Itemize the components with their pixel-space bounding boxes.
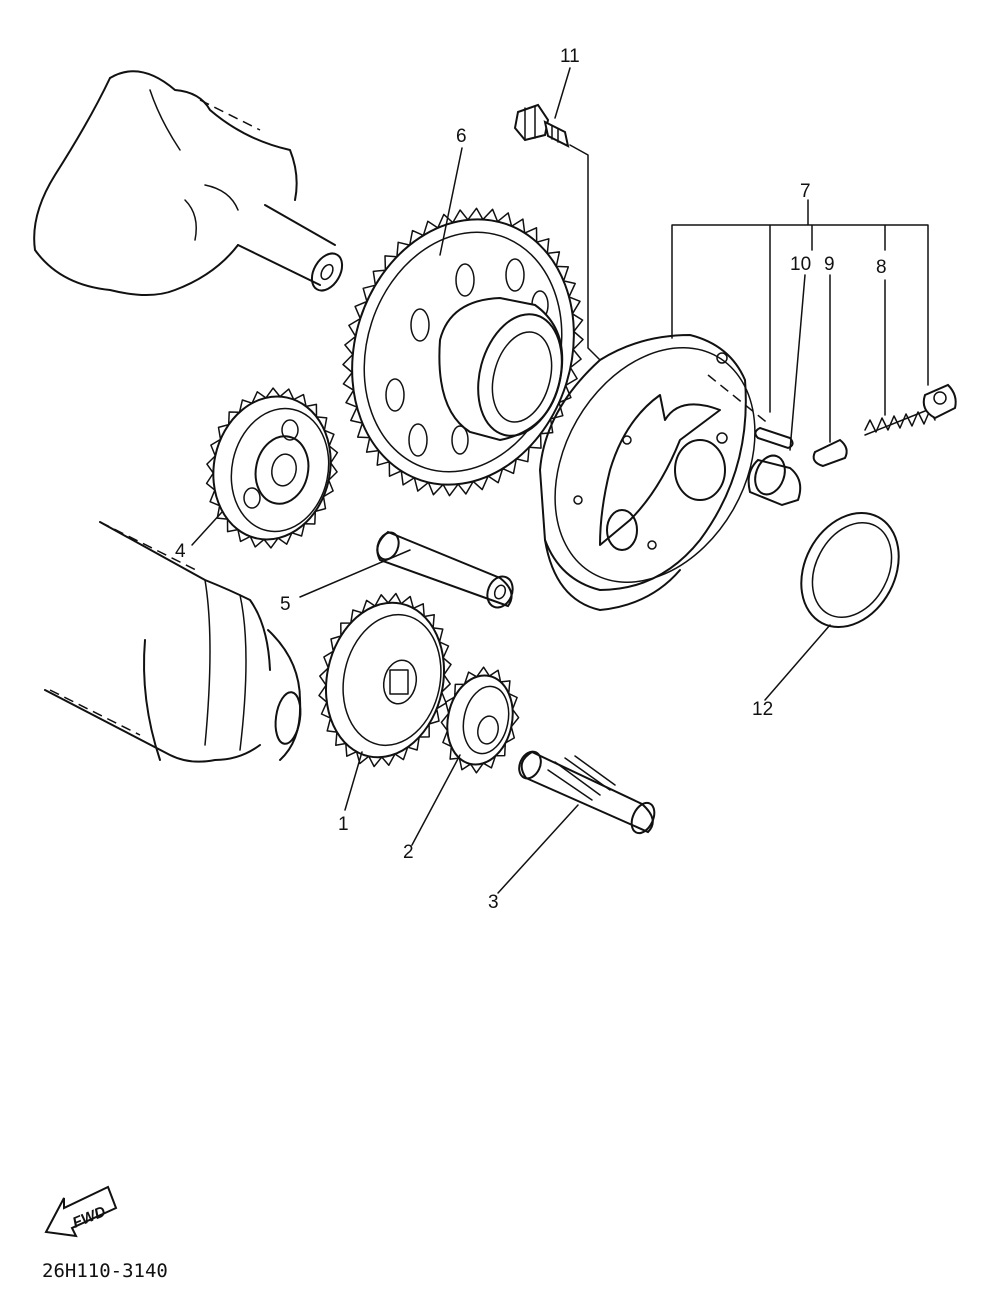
starter-motor [44, 521, 302, 763]
drawing-code: 26H110-3140 [42, 1260, 168, 1282]
clutch-plunger [812, 438, 848, 468]
reduction-gear [324, 601, 446, 759]
clutch-washer [800, 511, 900, 629]
splined-shaft [518, 750, 656, 835]
callout-10: 10 [790, 254, 811, 275]
clutch-roller [747, 454, 802, 507]
callout-2: 2 [403, 842, 414, 863]
idler-shaft [376, 530, 514, 609]
callout-11: 11 [560, 46, 580, 67]
callout-4: 4 [175, 541, 186, 562]
crankshaft [33, 70, 344, 296]
callout-6: 6 [456, 126, 467, 147]
gear-tooth-ring [205, 387, 339, 549]
callout-7: 7 [800, 181, 811, 202]
gear-tooth-ring [440, 666, 520, 774]
gear-teeth [205, 207, 584, 774]
small-gear [446, 674, 514, 766]
callout-9: 9 [824, 254, 835, 275]
gear-tooth-ring [318, 592, 452, 768]
gear-tooth-ring [342, 207, 584, 497]
callout-1: 1 [338, 814, 349, 835]
starter-wheel-gear [351, 218, 575, 486]
idler-gear-1 [212, 395, 332, 541]
callout-5: 5 [280, 594, 291, 615]
clutch-bolt [513, 103, 601, 361]
spring-cap [922, 383, 957, 420]
callout-12: 12 [752, 699, 773, 720]
clutch-spring [864, 406, 936, 436]
leader-lines [191, 67, 929, 894]
fwd-arrow-icon: FWD [44, 1185, 118, 1238]
starter-clutch-assembly [538, 333, 756, 611]
callout-labels: 1 2 3 4 5 6 7 8 9 10 11 12 [175, 46, 887, 913]
clutch-pin [754, 426, 794, 450]
callout-3: 3 [488, 892, 499, 913]
callout-8: 8 [876, 257, 887, 278]
